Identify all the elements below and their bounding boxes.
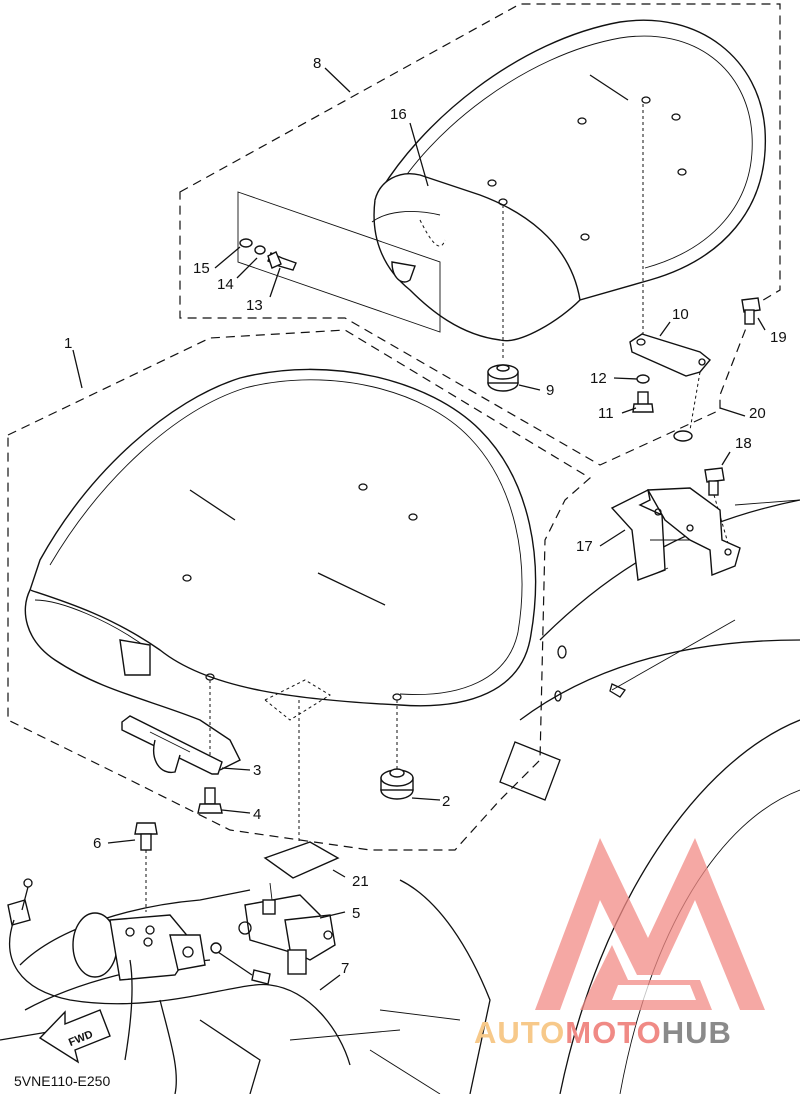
seat-lock-cable xyxy=(9,919,351,1066)
bolt-18 xyxy=(704,467,731,551)
bracket-17 xyxy=(610,487,741,581)
seat-bracket xyxy=(121,715,223,775)
callout-5: 5 xyxy=(352,905,360,922)
fasteners-13-15 xyxy=(239,238,297,271)
callout-13: 13 xyxy=(246,297,263,314)
watermark-text: AUTOMOTOHUB xyxy=(474,1015,732,1050)
main-seat-group-outline xyxy=(7,329,592,851)
callout-6: 6 xyxy=(93,835,101,852)
callout-1: 1 xyxy=(64,335,72,352)
watermark-logo-icon xyxy=(535,838,765,1010)
callout-11: 11 xyxy=(598,405,614,422)
passenger-seat xyxy=(371,19,766,360)
bracket-10 xyxy=(629,333,711,431)
forward-arrow: FWD xyxy=(38,1009,111,1064)
drawing-code: 5VNE110-E250 xyxy=(14,1073,110,1089)
fasteners-11-12 xyxy=(632,374,654,413)
seat-plate-21 xyxy=(263,700,340,879)
rear-frame xyxy=(0,878,491,1094)
seat-lock xyxy=(238,882,336,975)
callout-9: 9 xyxy=(546,382,554,399)
callout-21: 21 xyxy=(352,873,369,890)
callout-18: 18 xyxy=(735,435,752,452)
leader-lines xyxy=(72,67,766,991)
watermark-text-hub: HUB xyxy=(662,1015,732,1050)
callout-2: 2 xyxy=(442,793,450,810)
callout-labels: 1 2 3 4 5 6 7 8 9 10 11 12 13 14 15 16 1… xyxy=(64,55,787,977)
callout-15: 15 xyxy=(193,260,210,277)
bolt-19 xyxy=(741,297,761,325)
callout-17: 17 xyxy=(576,538,593,555)
callout-16: 16 xyxy=(390,106,407,123)
callout-19: 19 xyxy=(770,329,787,346)
damper-2 xyxy=(380,768,414,800)
watermark-text-auto: AUTO xyxy=(474,1015,565,1050)
callout-10: 10 xyxy=(672,306,689,323)
watermark: AUTOMOTOHUB xyxy=(474,838,765,1050)
washer-20 xyxy=(673,430,693,442)
callout-14: 14 xyxy=(217,276,234,293)
callout-7: 7 xyxy=(341,960,349,977)
bolt-6 xyxy=(134,822,158,912)
bolt-4 xyxy=(197,787,223,814)
watermark-text-moto: MOTO xyxy=(565,1015,661,1050)
passenger-seat-group-outline xyxy=(179,3,781,466)
callout-4: 4 xyxy=(253,806,261,823)
callout-20: 20 xyxy=(749,405,766,422)
mount-plate-outline xyxy=(237,191,441,333)
main-seat xyxy=(24,368,537,772)
callout-12: 12 xyxy=(590,370,607,387)
callout-8: 8 xyxy=(313,55,321,72)
damper-9 xyxy=(487,364,519,392)
callout-3: 3 xyxy=(253,762,261,779)
